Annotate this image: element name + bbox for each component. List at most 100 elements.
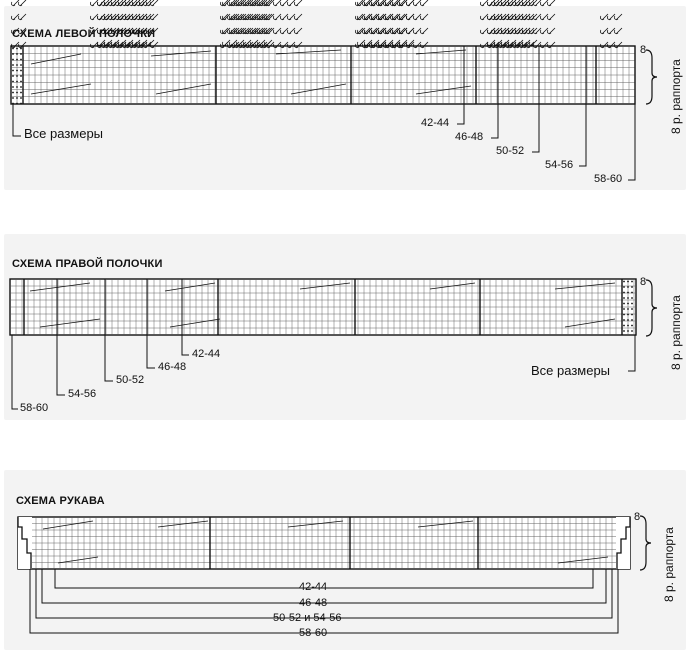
right-purl-dot [631,291,633,294]
right-purl-dot [627,291,629,294]
sleeve-left-steps [17,517,32,569]
right-leader-46-48 [146,279,155,369]
right-purl-dot [631,302,633,305]
sleeve-row-count: 8 [634,511,641,523]
sleeve-cable-symbol [222,13,273,21]
right-purl-dot [631,308,633,310]
left-cable-symbol [355,27,406,35]
sleeve-title: СХЕМА РУКАВА [16,495,105,507]
right-front-title: СХЕМА ПРАВОЙ ПОЛОЧКИ [12,258,163,270]
left-purl-dot [20,69,22,72]
left-leader-58-60 [628,46,636,181]
right-purl-dot [631,319,633,321]
right-purl-dot [627,280,629,283]
sleeve-bracket-50-56 [35,569,613,619]
left-purl-dot [12,53,14,55]
sleeve-repeat-brace [639,515,652,571]
left-purl-dot [20,58,22,61]
right-size-54-56: 54-56 [68,388,97,400]
sleeve-cable-symbol [222,0,273,7]
sleeve-cable-symbol [222,39,273,47]
right-size-50-52: 50-52 [116,374,145,386]
left-leader-50-52 [532,46,540,153]
right-purl-dot [631,313,633,316]
sleeve-right-step-mask [616,517,630,569]
sleeve-bracket-42-44 [54,569,594,589]
left-decrease-line [290,83,347,95]
right-purl-dot [631,330,633,332]
left-cable-symbol [600,13,623,21]
right-leader-42-44 [181,279,189,356]
sleeve-size-46-48: 46-48 [299,597,328,609]
sleeve-cable-symbol [97,27,155,35]
right-cable-symbol [491,27,556,35]
left-purl-dot [12,58,14,61]
right-cable-symbol [11,0,27,7]
right-purl-dot [631,280,633,283]
right-purl-dot [627,302,629,305]
right-decrease-line [554,282,616,290]
right-cable-symbol [491,0,556,7]
left-purl-dot [12,64,14,66]
right-repeat-brace [645,279,658,337]
left-purl-dot [16,64,18,66]
left-size-46-48: 46-48 [455,131,484,143]
left-purl-dot [16,102,18,105]
left-decrease-line [30,53,82,65]
right-purl-dot [631,324,633,327]
left-decrease-line [155,83,212,95]
right-purl-dot [623,297,625,299]
right-purl-dot [627,319,629,321]
left-purl-dot [20,91,22,94]
sleeve-decrease-line [157,520,209,528]
left-purl-dot [16,69,18,72]
right-cable-symbol [11,41,27,49]
right-decrease-line [564,318,616,328]
left-repeat-label: 8 р. раппорта [669,59,683,134]
left-purl-dot [20,86,22,88]
left-purl-dot [12,80,14,83]
right-row-count: 8 [640,276,647,288]
right-purl-dot [627,313,629,316]
right-purl-dot [623,308,625,310]
left-purl-dot [20,80,22,83]
sleeve-right-steps [616,517,631,569]
right-cable-symbol [101,27,159,35]
left-decrease-line [30,83,92,95]
left-purl-dot [12,69,14,72]
right-purl-dot [631,286,633,288]
left-size-42-44: 42-44 [421,117,450,129]
left-cable-symbol [600,41,623,49]
left-size-50-52: 50-52 [496,145,525,157]
left-decrease-line [275,49,342,55]
left-repeat-brace [645,49,658,105]
left-all-sizes-leader [12,104,21,137]
sleeve-decrease-line [57,556,99,564]
right-size-42-44: 42-44 [192,348,221,360]
sleeve-cable-symbol [357,13,415,21]
right-decrease-line [39,318,101,328]
left-purl-dot [12,91,14,94]
sleeve-size-50-52-54-56: 50-52 и 54-56 [273,612,342,624]
left-cable-symbol [355,0,406,7]
sleeve-cable-symbol [97,13,155,21]
right-purl-dot [627,297,629,299]
left-front-title: СХЕМА ЛЕВОЙ ПОЛОЧКИ [12,28,156,40]
sleeve-decrease-line [287,520,344,528]
left-purl-dot [20,53,22,55]
right-all-sizes-leader [628,335,636,372]
right-purl-dot [627,330,629,332]
right-purl-dot [631,297,633,299]
right-cable-symbol [11,27,27,35]
right-purl-dot [623,319,625,321]
left-purl-dot [16,53,18,55]
sleeve-bracket-58-60 [29,569,619,634]
sleeve-cable-symbol [487,39,538,47]
left-all-sizes-label: Все размеры [24,126,104,141]
right-decrease-line [429,282,476,290]
left-size-58-60: 58-60 [594,173,623,185]
sleeve-cable-symbol [97,39,155,47]
sleeve-decrease-line [42,520,94,530]
right-purl-dot [623,286,625,288]
